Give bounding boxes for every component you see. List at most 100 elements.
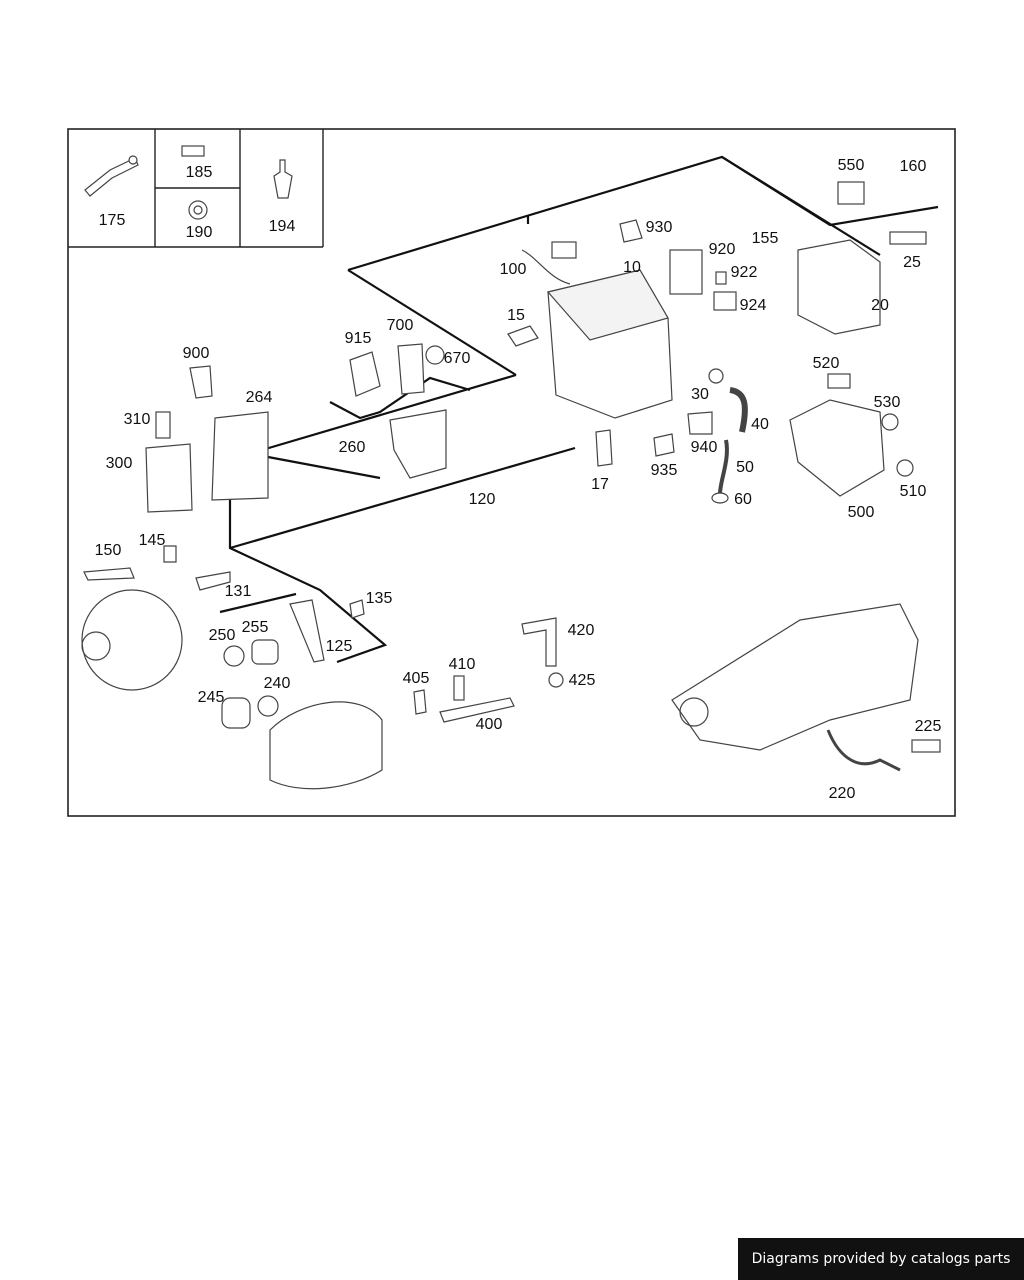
inset-grid [68, 129, 324, 248]
unit-915 [349, 351, 381, 397]
callout-300: 300 [105, 455, 133, 472]
callout-400: 400 [475, 716, 503, 733]
diagram-frame [67, 128, 956, 817]
callout-520: 520 [812, 355, 840, 372]
callout-425: 425 [568, 672, 596, 689]
bolt-410 [453, 675, 465, 701]
part-924 [713, 291, 737, 311]
unit-700 [397, 343, 425, 395]
sensor-930 [619, 219, 643, 243]
callout-194: 194 [268, 218, 296, 235]
callout-500: 500 [847, 504, 875, 521]
footer-banner: Diagrams provided by catalogs parts [738, 1238, 1024, 1280]
callout-264: 264 [245, 389, 273, 406]
callout-670: 670 [443, 350, 471, 367]
callout-255: 255 [241, 619, 269, 636]
nut-510 [896, 459, 914, 477]
callout-240: 240 [263, 675, 291, 692]
connector-100 [551, 241, 577, 259]
engine-block [671, 603, 919, 751]
callout-150: 150 [94, 542, 122, 559]
callout-220: 220 [828, 785, 856, 802]
parts [81, 145, 941, 790]
callout-40: 40 [751, 416, 769, 433]
part-310 [155, 411, 171, 439]
callout-510: 510 [899, 483, 927, 500]
callout-930: 930 [645, 219, 673, 236]
callout-924: 924 [739, 297, 767, 314]
alternator [81, 589, 183, 691]
bracket-145 [163, 545, 177, 563]
nut-425 [548, 672, 564, 688]
callout-920: 920 [708, 241, 736, 258]
callout-420: 420 [567, 622, 595, 639]
callout-260: 260 [338, 439, 366, 456]
callout-20: 20 [871, 297, 889, 314]
callout-940: 940 [690, 439, 718, 456]
module-300 [145, 443, 193, 513]
bracket-125 [289, 599, 325, 663]
callout-120: 120 [468, 491, 496, 508]
bracket-500 [789, 399, 885, 497]
callout-100: 100 [499, 261, 527, 278]
ring-175 [128, 155, 138, 165]
tube-50 [718, 439, 729, 495]
callout-245: 245 [197, 689, 225, 706]
callout-190: 190 [185, 224, 213, 241]
fuse-box-260 [389, 409, 447, 479]
callout-550: 550 [837, 157, 865, 174]
callout-530: 530 [873, 394, 901, 411]
callout-310: 310 [123, 411, 151, 428]
bracket-150 [83, 567, 135, 581]
grommet-60 [711, 492, 729, 504]
clip-194 [273, 159, 293, 199]
hose-40 [729, 387, 748, 433]
callout-50: 50 [736, 459, 754, 476]
footer-text: Diagrams provided by catalogs parts [751, 1251, 1011, 1267]
callout-700: 700 [386, 317, 414, 334]
nut-190-hole [193, 205, 203, 215]
bracket-175 [84, 157, 139, 197]
bolt-185 [181, 145, 205, 157]
nut-250 [223, 645, 245, 667]
callout-155: 155 [751, 230, 779, 247]
bolt-225 [911, 739, 941, 753]
callout-410: 410 [448, 656, 476, 673]
callout-17: 17 [591, 476, 609, 493]
part-922 [715, 271, 727, 285]
callout-922: 922 [730, 264, 758, 281]
bracket-420 [521, 617, 557, 667]
callout-10: 10 [623, 259, 641, 276]
callout-405: 405 [402, 670, 430, 687]
callout-15: 15 [507, 307, 525, 324]
ring-670 [425, 345, 445, 365]
battery-20 [797, 239, 881, 335]
relay-550 [837, 181, 865, 205]
callout-225: 225 [914, 718, 942, 735]
bracket-17 [595, 429, 613, 467]
alternator-pulley [81, 631, 111, 661]
block-520 [827, 373, 851, 389]
callout-145: 145 [138, 532, 166, 549]
bracket-131 [195, 571, 231, 591]
engine-pulley [679, 697, 709, 727]
part-940 [687, 411, 713, 435]
part-900 [189, 365, 213, 399]
callout-175: 175 [98, 212, 126, 229]
sleeve-245 [221, 697, 251, 729]
sleeve-255 [251, 639, 279, 665]
nut-240 [257, 695, 279, 717]
callout-935: 935 [650, 462, 678, 479]
clip-405 [413, 689, 427, 715]
callout-160: 160 [899, 158, 927, 175]
callout-60: 60 [734, 491, 752, 508]
starter-motor [269, 701, 383, 790]
battery-10-top [546, 269, 669, 341]
nut-530 [881, 413, 899, 431]
bracket-400 [439, 697, 515, 723]
callout-185: 185 [185, 164, 213, 181]
cable-100 [521, 249, 571, 285]
part-935 [653, 433, 675, 457]
callout-135: 135 [365, 590, 393, 607]
